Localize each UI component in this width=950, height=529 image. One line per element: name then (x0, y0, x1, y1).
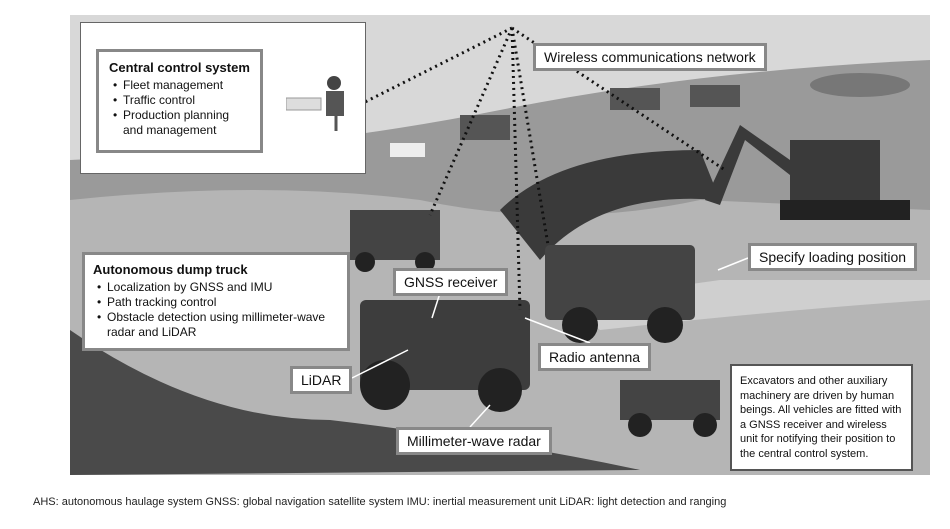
gnss-receiver-label: GNSS receiver (393, 268, 509, 296)
list-item: Traffic control (113, 93, 250, 108)
radar-label: Millimeter-wave radar (396, 427, 552, 455)
list-item: Path tracking control (97, 295, 339, 310)
list-item: Localization by GNSS and IMU (97, 280, 339, 295)
operator-icon (286, 76, 344, 131)
auxiliary-note: Excavators and other auxiliary machinery… (730, 364, 913, 471)
callout-lines (351, 257, 749, 428)
grader (620, 380, 720, 437)
central-control-box: Central control system Fleet management … (96, 49, 263, 153)
dump-truck-title: Autonomous dump truck (93, 262, 248, 277)
loading-position-label: Specify loading position (748, 243, 918, 271)
central-control-panel: Central control system Fleet management … (80, 22, 366, 174)
lidar-label: LiDAR (290, 366, 353, 394)
radio-antenna-label: Radio antenna (538, 343, 652, 371)
central-control-title: Central control system (109, 60, 250, 75)
dump-truck-center (545, 245, 695, 343)
dump-truck-far (350, 210, 440, 272)
dump-truck-box: Autonomous dump truck Localization by GN… (82, 252, 350, 351)
wireless-network-label: Wireless communications network (533, 43, 767, 71)
list-item: Fleet management (113, 78, 250, 93)
list-item: Obstacle detection using millimeter-wave… (97, 310, 339, 340)
list-item: Production planning and management (113, 108, 250, 138)
dump-truck-main (360, 300, 530, 412)
footer-glossary: AHS: autonomous haulage system GNSS: glo… (33, 496, 727, 508)
excavator (705, 125, 910, 220)
